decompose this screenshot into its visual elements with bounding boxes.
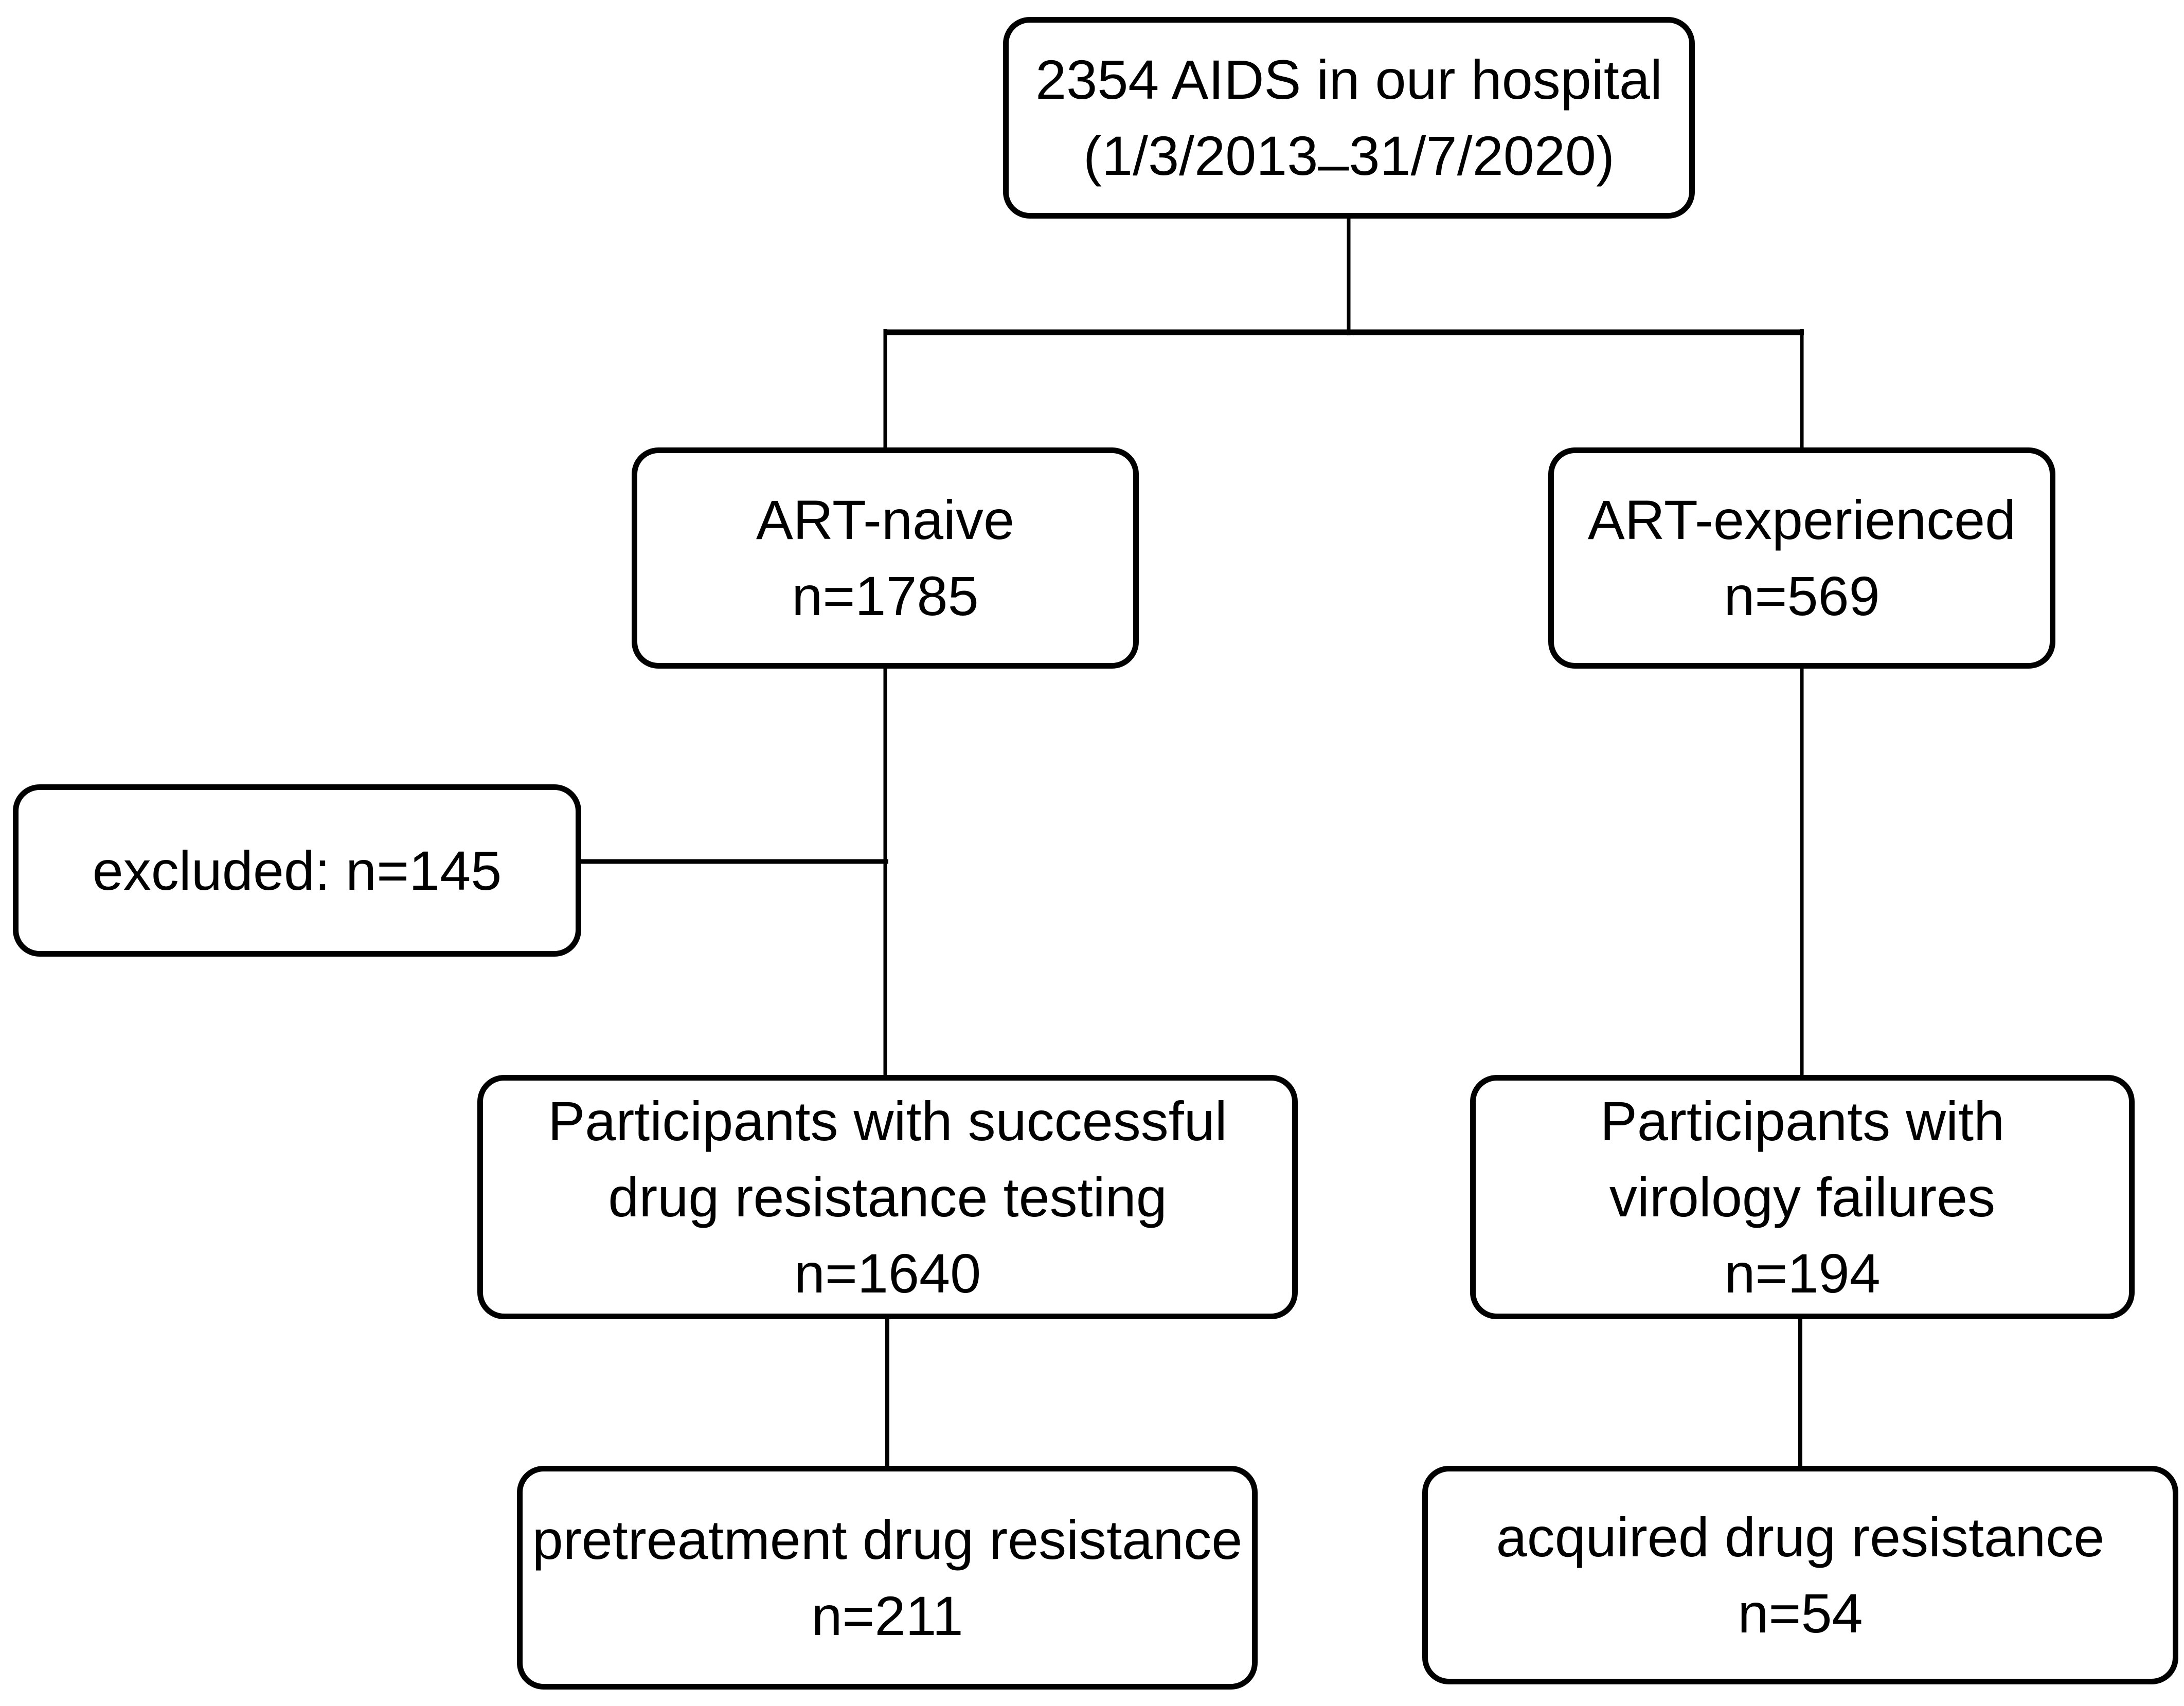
- node-virology-line1: Participants with: [1600, 1089, 2005, 1152]
- node-art-experienced-count: n=569: [1724, 565, 1880, 627]
- node-total-aids-patients: 2354 AIDS in our hospital (1/3/2013–31/7…: [1003, 17, 1695, 219]
- node-art-naive-label: ART-naive: [756, 489, 1015, 551]
- node-excluded: excluded: n=145: [13, 784, 581, 957]
- node-pretreatment-drug-resistance: pretreatment drug resistance n=211: [517, 1466, 1258, 1690]
- node-total-date-range: (1/3/2013–31/7/2020): [1083, 118, 1615, 194]
- node-excluded-label: excluded: n=145: [92, 839, 502, 902]
- node-art-experienced: ART-experienced n=569: [1548, 447, 2055, 669]
- node-successful-drug-resistance-testing: Participants with successful drug resist…: [477, 1075, 1298, 1319]
- node-drt-line2: drug resistance testing: [608, 1165, 1167, 1228]
- date-range-dash: –: [1318, 132, 1349, 195]
- node-art-experienced-label: ART-experienced: [1587, 489, 2016, 551]
- node-virology-count: n=194: [1724, 1242, 1881, 1304]
- node-drt-line1: Participants with successful: [548, 1089, 1227, 1152]
- node-total-title: 2354 AIDS in our hospital: [1035, 48, 1662, 111]
- node-pretreatment-count: n=211: [811, 1584, 963, 1647]
- node-drt-count: n=1640: [794, 1242, 981, 1304]
- node-virology-line2: virology failures: [1609, 1165, 1996, 1228]
- node-acquired-drug-resistance: acquired drug resistance n=54: [1422, 1466, 2178, 1684]
- node-art-naive: ART-naive n=1785: [632, 447, 1139, 669]
- node-art-naive-count: n=1785: [792, 565, 979, 627]
- date-range-end: 31/7/2020): [1349, 124, 1615, 187]
- node-acquired-label: acquired drug resistance: [1496, 1505, 2105, 1568]
- node-pretreatment-label: pretreatment drug resistance: [532, 1508, 1243, 1571]
- node-virology-failures: Participants with virology failures n=19…: [1470, 1075, 2135, 1319]
- node-acquired-count: n=54: [1738, 1582, 1863, 1644]
- date-range-start: (1/3/2013: [1083, 124, 1318, 187]
